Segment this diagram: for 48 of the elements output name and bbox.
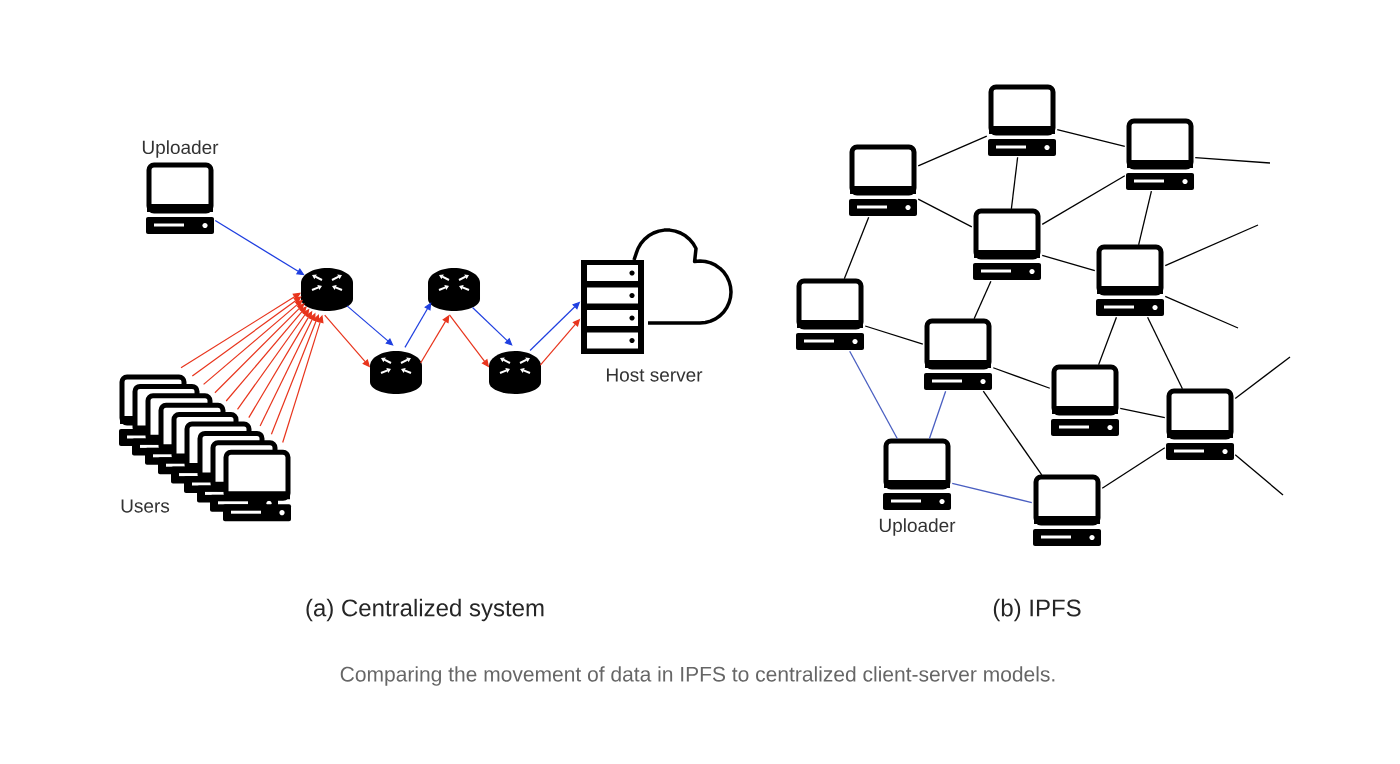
connector-line — [917, 135, 988, 167]
connector-line — [917, 198, 973, 228]
connector-line — [1097, 316, 1118, 366]
arrow — [191, 296, 302, 377]
node-label: Uploader — [879, 518, 956, 536]
computer-icon — [1033, 474, 1101, 546]
connector-line — [1101, 447, 1166, 489]
connector-line — [1041, 254, 1096, 272]
connector-line — [1234, 356, 1291, 400]
connector-line — [864, 325, 924, 345]
caption: Comparing the movement of data in IPFS to centralized client-server models. — [340, 666, 1055, 686]
connector-line — [1119, 407, 1166, 419]
node-label: Users — [121, 499, 170, 513]
router-icon — [301, 268, 353, 311]
computer-icon — [1051, 364, 1119, 436]
connector-line — [1234, 454, 1284, 496]
computer-icon — [849, 144, 917, 216]
router-icon — [370, 351, 422, 394]
connector-line — [1164, 295, 1239, 329]
connector-line — [1146, 316, 1184, 390]
arrow — [270, 314, 320, 435]
connector-line — [982, 390, 1043, 476]
connector-line — [1056, 129, 1126, 147]
connector-line — [951, 482, 1033, 504]
connector-line — [1010, 156, 1019, 210]
connector-line — [992, 367, 1051, 389]
arrow — [346, 305, 394, 346]
computer-icon — [1166, 388, 1234, 460]
arrow — [404, 302, 432, 348]
node-label: Host server — [607, 368, 703, 382]
computer-icon — [796, 278, 864, 350]
computer-icon — [973, 208, 1041, 280]
router-icon — [428, 268, 480, 311]
connector-line — [1194, 156, 1271, 164]
connector-line — [1041, 175, 1126, 225]
panel-label: (b) IPFS — [993, 598, 1081, 622]
arrow — [471, 306, 513, 346]
node-label: Uploader — [142, 140, 219, 158]
computer-icon — [988, 84, 1056, 156]
router-icon — [489, 351, 541, 394]
connector-line — [849, 350, 898, 440]
computer-icon — [1126, 118, 1194, 190]
computer-icon — [1096, 244, 1164, 316]
connector-line — [1138, 190, 1153, 246]
panel-label: (a) Centralized system — [306, 598, 544, 622]
arrow — [180, 292, 301, 369]
computer-icon — [924, 318, 992, 390]
connector-line — [1164, 224, 1259, 267]
